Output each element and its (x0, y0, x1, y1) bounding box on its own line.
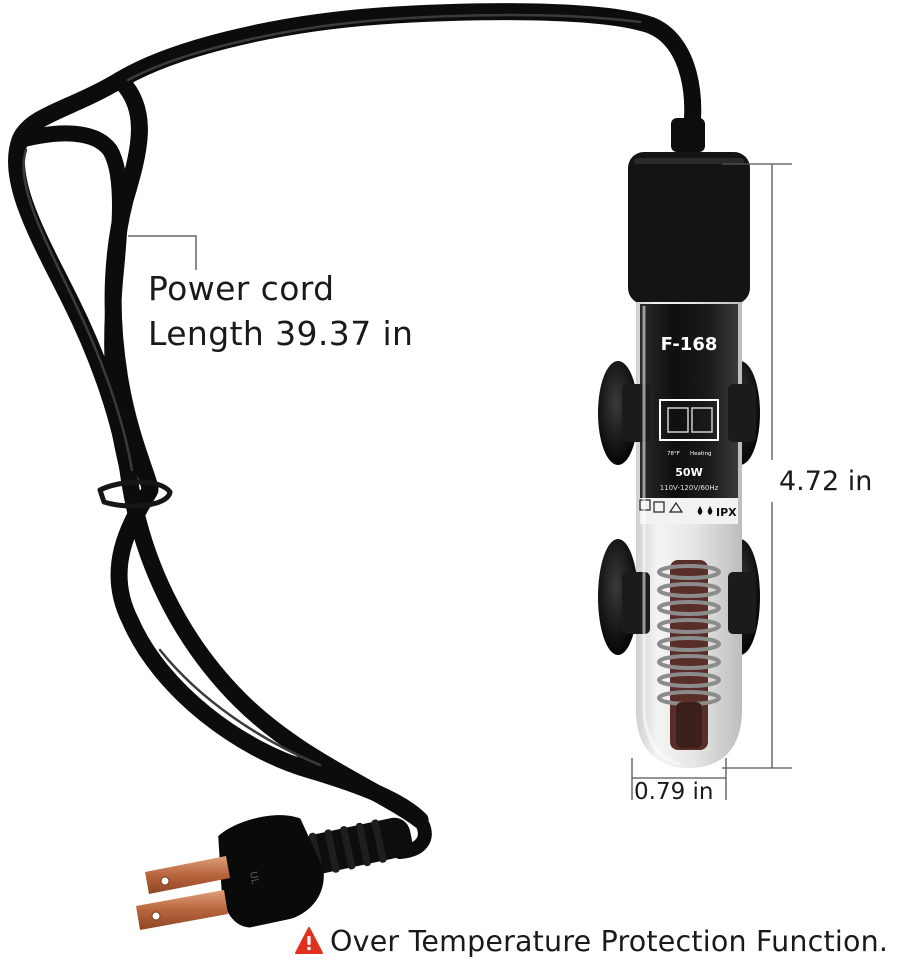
heater-width-label: 0.79 in (634, 779, 714, 805)
power-plug: UL (136, 815, 412, 930)
power-cord-callout (128, 235, 197, 270)
plug-strain-relief (300, 817, 412, 877)
heating-coil (657, 560, 721, 750)
height-dimension (722, 163, 792, 769)
plug-prongs (136, 856, 230, 930)
ip-rating: IPX (716, 506, 737, 519)
plug-mark: UL (247, 871, 260, 886)
warning-text: Over Temperature Protection Function. (330, 924, 889, 958)
power-cord-length: Length 39.37 in (148, 314, 414, 353)
square-icon (653, 501, 665, 513)
heater-voltage: 110V-120V/60Hz (660, 484, 719, 492)
warning-triangle-icon (295, 927, 323, 954)
water-drop-icon (697, 506, 703, 515)
power-cord-title: Power cord (148, 269, 335, 308)
aquarium-heater: F-168 78°F Heating 50W 110V-120V/60Hz IP… (598, 118, 760, 768)
width-dimension (631, 758, 727, 800)
heater-height-label: 4.72 in (779, 466, 873, 497)
display-mode-label: Heating (690, 451, 712, 457)
heater-model: F-168 (661, 334, 718, 355)
heater-wattage: 50W (675, 466, 702, 479)
heater-display (659, 399, 719, 441)
warning-banner: Over Temperature Protection Function. (294, 924, 888, 958)
power-cord (7, 3, 702, 859)
display-temp-label: 78°F (667, 451, 680, 457)
heater-cap (628, 152, 750, 304)
power-cord-label: Power cord Length 39.37 in (148, 272, 413, 350)
home-icon (668, 501, 684, 513)
water-drop-icon-2 (707, 506, 713, 515)
